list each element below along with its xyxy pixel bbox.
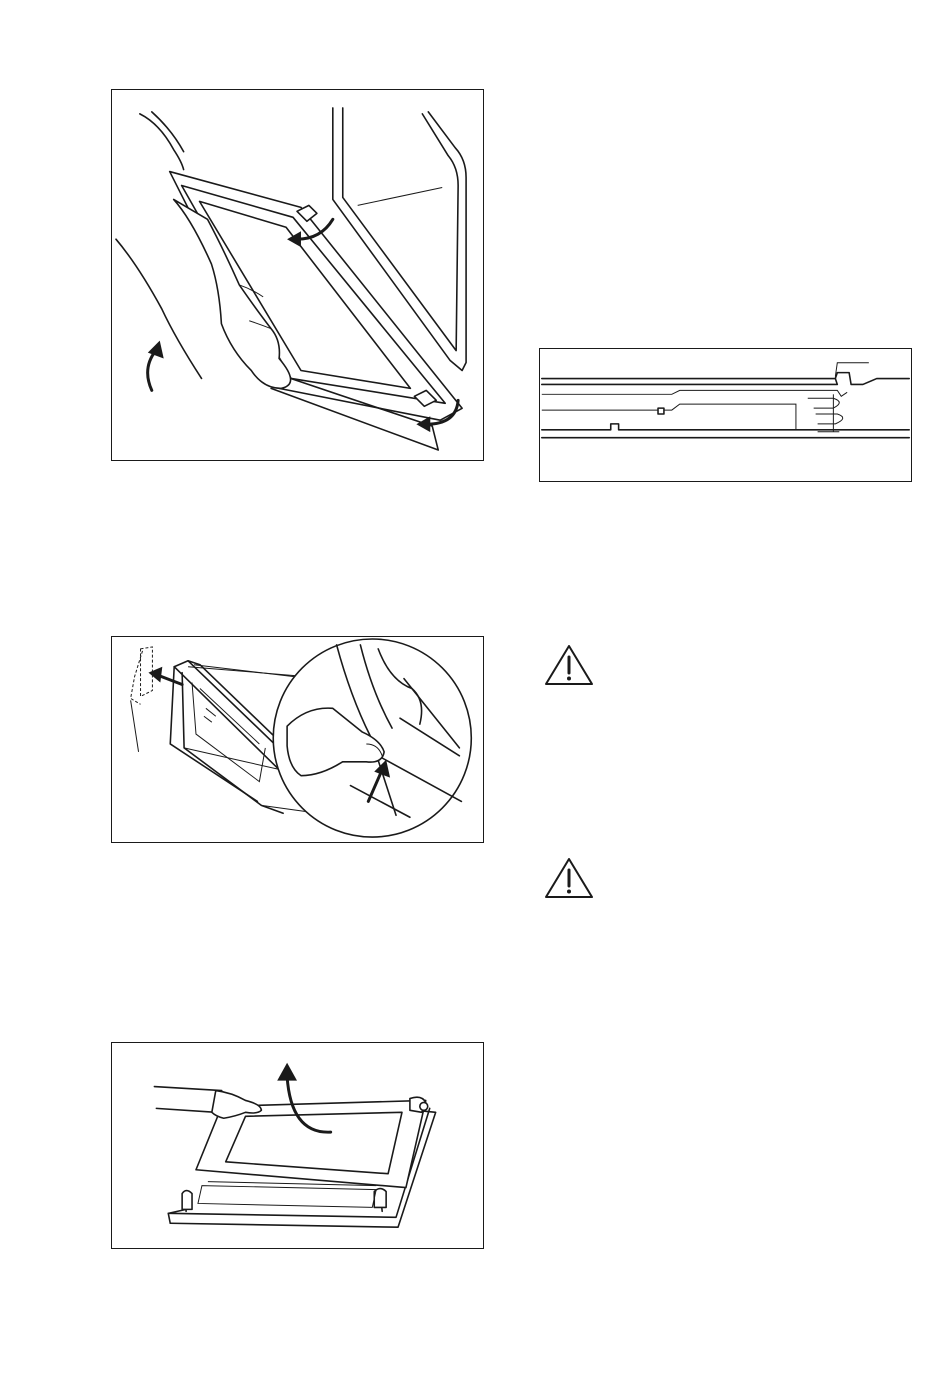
warning-triangle-icon xyxy=(543,643,595,687)
door-hinge-release-illustration xyxy=(112,90,483,460)
figure-door-hinge-release xyxy=(111,89,484,461)
warning-triangle-icon xyxy=(543,856,595,900)
glass-panel-removal-illustration xyxy=(112,1043,483,1248)
figure-glass-panel-removal xyxy=(111,1042,484,1249)
figure-door-trim-removal xyxy=(111,636,484,843)
door-trim-profile-illustration xyxy=(540,349,911,481)
figure-door-trim-profile xyxy=(539,348,912,482)
door-trim-removal-illustration xyxy=(112,637,483,842)
